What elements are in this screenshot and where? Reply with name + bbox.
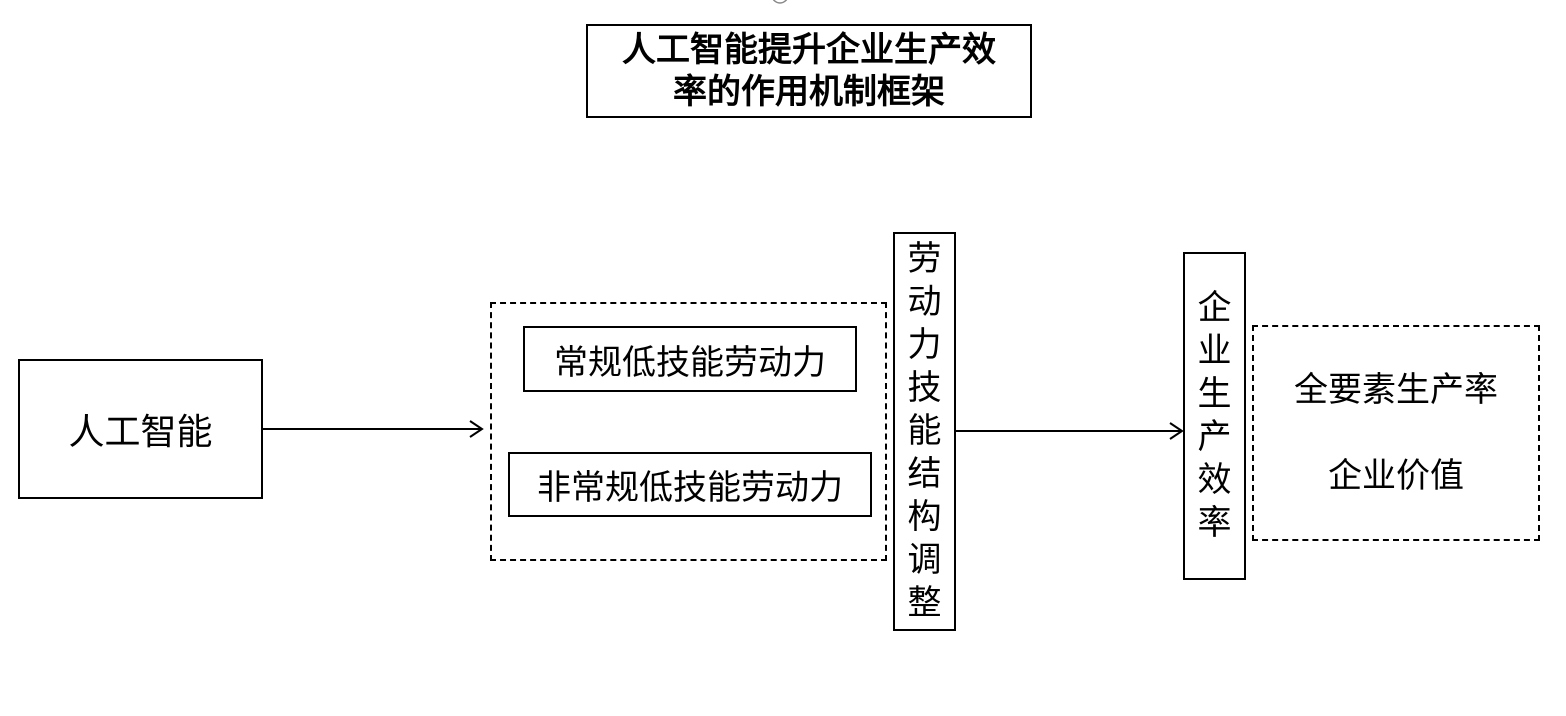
diagram-title-line-1: 人工智能提升企业生产效: [622, 30, 996, 70]
skill-adjustment-char: 动: [907, 282, 942, 322]
skill-adjustment-char: 能: [907, 411, 942, 451]
nonroutine-low-skill-labor-node: 非常规低技能劳动力: [508, 452, 872, 517]
labor-skill-structure-adjustment-node: 劳 动 力 技 能 结 构 调 整: [893, 232, 956, 631]
efficiency-char: 生: [1197, 374, 1232, 414]
skill-adjustment-char: 构: [907, 497, 942, 537]
skill-adjustment-char: 调: [907, 540, 942, 580]
firm-value-label: 企业价值: [1328, 456, 1464, 496]
routine-low-skill-labor-node: 常规低技能劳动力: [523, 326, 857, 392]
efficiency-char: 企: [1197, 288, 1232, 328]
ai-node: 人工智能: [18, 359, 263, 499]
skill-adjustment-char: 技: [907, 368, 942, 408]
skill-adjustment-char: 劳: [907, 239, 942, 279]
efficiency-char: 率: [1197, 503, 1232, 543]
nonroutine-low-skill-labor-label: 非常规低技能劳动力: [537, 468, 843, 508]
diagram-title-box: 人工智能提升企业生产效 率的作用机制框架: [586, 24, 1032, 118]
ai-node-label: 人工智能: [68, 412, 213, 453]
ai-to-labor-arrow-head: [469, 420, 484, 438]
tfp-label: 全要素生产率: [1294, 370, 1498, 410]
efficiency-char: 产: [1197, 417, 1232, 457]
skill-adjustment-char: 整: [907, 583, 942, 623]
skill-to-efficiency-arrow-head: [1169, 422, 1184, 440]
efficiency-char: 效: [1197, 460, 1232, 500]
skill-adjustment-char: 结: [907, 454, 942, 494]
outcome-group: 全要素生产率 企业价值: [1252, 325, 1540, 541]
diagram-title-line-2: 率的作用机制框架: [673, 72, 945, 112]
top-circle-marker: [772, 0, 788, 4]
routine-low-skill-labor-label: 常规低技能劳动力: [554, 342, 826, 383]
skill-adjustment-char: 力: [907, 325, 942, 365]
firm-production-efficiency-node: 企 业 生 产 效 率: [1183, 252, 1246, 580]
efficiency-char: 业: [1197, 331, 1232, 371]
